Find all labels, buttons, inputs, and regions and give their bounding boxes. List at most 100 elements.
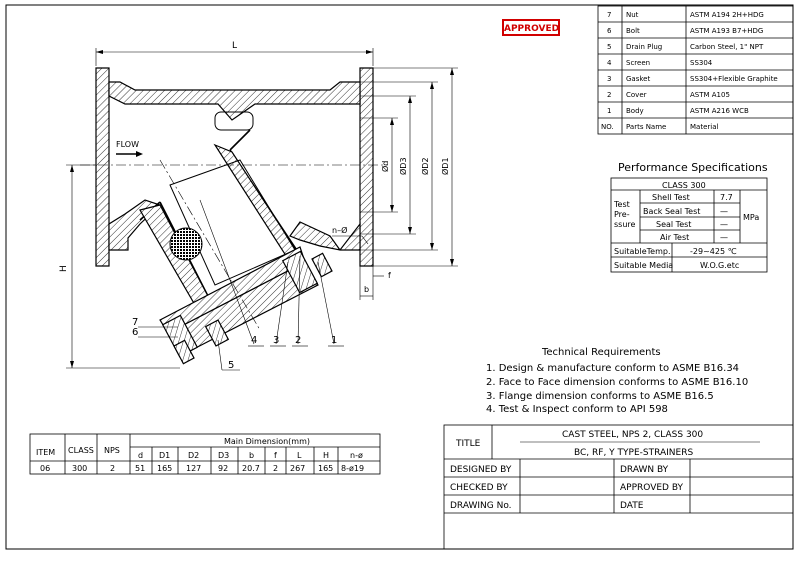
approved-stamp: APPROVED bbox=[502, 19, 560, 36]
dim-cell: 127 bbox=[186, 464, 201, 473]
part-no: 2 bbox=[607, 91, 611, 99]
dim-D1-label: ØD1 bbox=[440, 157, 450, 175]
dim-cell: 165 bbox=[318, 464, 333, 473]
part-name: Cover bbox=[626, 91, 647, 99]
dim-H: H bbox=[59, 164, 180, 369]
temp-value: -29~425 ℃ bbox=[690, 247, 737, 256]
test-name: Seal Test bbox=[656, 220, 691, 229]
part-material: SS304+Flexible Graphite bbox=[690, 75, 778, 83]
dim-col-header: NPS bbox=[104, 446, 120, 455]
test-label-1: Test bbox=[613, 200, 630, 209]
test-label-2: Pre- bbox=[614, 210, 630, 219]
dim-cell: 20.7 bbox=[242, 464, 260, 473]
balloon-2: 2 bbox=[295, 335, 301, 346]
requirements-title: Technical Requirements bbox=[541, 347, 661, 358]
dim-D3-label: ØD3 bbox=[398, 157, 408, 175]
nut-right-top bbox=[311, 252, 333, 278]
dim-col-header: d bbox=[138, 451, 143, 460]
part-name: Body bbox=[626, 107, 644, 115]
part-no: 4 bbox=[607, 59, 612, 67]
balloon-1: 1 bbox=[331, 335, 337, 346]
part-no: 6 bbox=[607, 27, 612, 35]
test-name: Shell Test bbox=[652, 193, 690, 202]
body-top-wall bbox=[108, 81, 361, 121]
dim-cell: 165 bbox=[157, 464, 172, 473]
test-value: 7.7 bbox=[720, 193, 733, 202]
body-bottom-right-wall bbox=[289, 221, 361, 251]
part-no: 1 bbox=[607, 107, 611, 115]
bolt-right bbox=[281, 250, 319, 294]
test-label-3: ssure bbox=[614, 220, 636, 229]
dim-col-header: CLASS bbox=[68, 446, 94, 455]
media-label: Suitable Media bbox=[614, 261, 673, 270]
performance-title: Performance Specifications bbox=[618, 161, 768, 174]
flow-arrowhead bbox=[136, 151, 143, 157]
part-name: Bolt bbox=[626, 27, 640, 35]
requirement-item: 4. Test & Inspect conform to API 598 bbox=[486, 404, 668, 415]
dim-flange-detail: n–Ø b f bbox=[332, 225, 391, 300]
part-material: ASTM A216 WCB bbox=[690, 107, 749, 115]
performance-unit: MPa bbox=[743, 213, 759, 222]
test-value: — bbox=[720, 207, 728, 216]
technical-requirements: Technical Requirements 1. Design & manuf… bbox=[486, 347, 748, 415]
dim-H-label: H bbox=[59, 265, 69, 272]
parts-header-material: Material bbox=[690, 123, 718, 131]
dim-cell: 92 bbox=[218, 464, 228, 473]
part-name: Screen bbox=[626, 59, 650, 67]
part-name: Nut bbox=[626, 11, 639, 19]
drawing-no-label: DRAWING No. bbox=[450, 501, 512, 511]
part-balloons: 1 2 3 4 5 7 6 bbox=[132, 199, 344, 371]
performance-specs: Performance Specifications CLASS 300 Tes… bbox=[610, 161, 768, 273]
parts-header-no: NO. bbox=[601, 123, 614, 131]
dim-b-label: b bbox=[364, 285, 369, 294]
dim-cell: 2 bbox=[110, 464, 115, 473]
sheet-border bbox=[5, 4, 794, 550]
part-no: 7 bbox=[607, 11, 611, 19]
parts-header-name: Parts Name bbox=[626, 123, 666, 131]
dim-L: L bbox=[95, 41, 374, 66]
dim-cell: 267 bbox=[290, 464, 305, 473]
flow-label: FLOW bbox=[116, 140, 139, 149]
designed-by-label: DESIGNED BY bbox=[450, 465, 512, 475]
dim-col-header: D1 bbox=[159, 451, 170, 460]
left-flange bbox=[95, 67, 110, 267]
dim-n-phi-label: n–Ø bbox=[332, 225, 347, 235]
part-name: Drain Plug bbox=[626, 43, 662, 51]
temp-label: SuitableTemp. bbox=[614, 247, 671, 256]
top-boss bbox=[214, 111, 254, 131]
drain-plug bbox=[204, 319, 230, 347]
dimension-table: Main Dimension(mm) ITEM CLASS NPS d D1 D… bbox=[29, 433, 381, 475]
requirement-item: 3. Flange dimension conforms to ASME B16… bbox=[486, 391, 714, 402]
title-label: TITLE bbox=[455, 439, 481, 449]
dim-col-header: D2 bbox=[188, 451, 199, 460]
part-no: 5 bbox=[607, 43, 611, 51]
dim-col-header: ITEM bbox=[36, 448, 55, 457]
checked-by-label: CHECKED BY bbox=[450, 483, 508, 493]
dim-cell: 06 bbox=[40, 464, 50, 473]
approved-by-label: APPROVED BY bbox=[620, 483, 684, 493]
strainer-body bbox=[80, 67, 388, 365]
performance-class: CLASS 300 bbox=[662, 181, 706, 190]
dim-col-header: D3 bbox=[218, 451, 229, 460]
title-line-1: CAST STEEL, NPS 2, CLASS 300 bbox=[562, 430, 703, 440]
dim-col-header: L bbox=[297, 451, 302, 460]
date-label: DATE bbox=[620, 501, 644, 511]
balloon-7: 7 bbox=[132, 317, 138, 328]
balloon-6: 6 bbox=[132, 327, 138, 338]
title-block: TITLE CAST STEEL, NPS 2, CLASS 300 BC, R… bbox=[443, 424, 794, 550]
dim-col-header: n-ø bbox=[350, 451, 363, 460]
dim-L-label: L bbox=[232, 41, 237, 51]
part-material: Carbon Steel, 1" NPT bbox=[690, 43, 764, 51]
dim-col-header: b bbox=[249, 451, 254, 460]
parts-table: 7 Nut ASTM A194 2H+HDG 6 Bolt ASTM A193 … bbox=[597, 5, 794, 135]
dim-cell: 300 bbox=[72, 464, 87, 473]
dim-col-header: f bbox=[274, 451, 277, 460]
test-value: — bbox=[720, 233, 728, 242]
balloon-3: 3 bbox=[273, 335, 279, 346]
title-line-2: BC, RF, Y TYPE-STRAINERS bbox=[574, 448, 693, 458]
dim-cell: 2 bbox=[273, 464, 278, 473]
balloon-5: 5 bbox=[228, 360, 234, 371]
dim-table-title: Main Dimension(mm) bbox=[224, 437, 310, 446]
part-name: Gasket bbox=[626, 75, 650, 83]
